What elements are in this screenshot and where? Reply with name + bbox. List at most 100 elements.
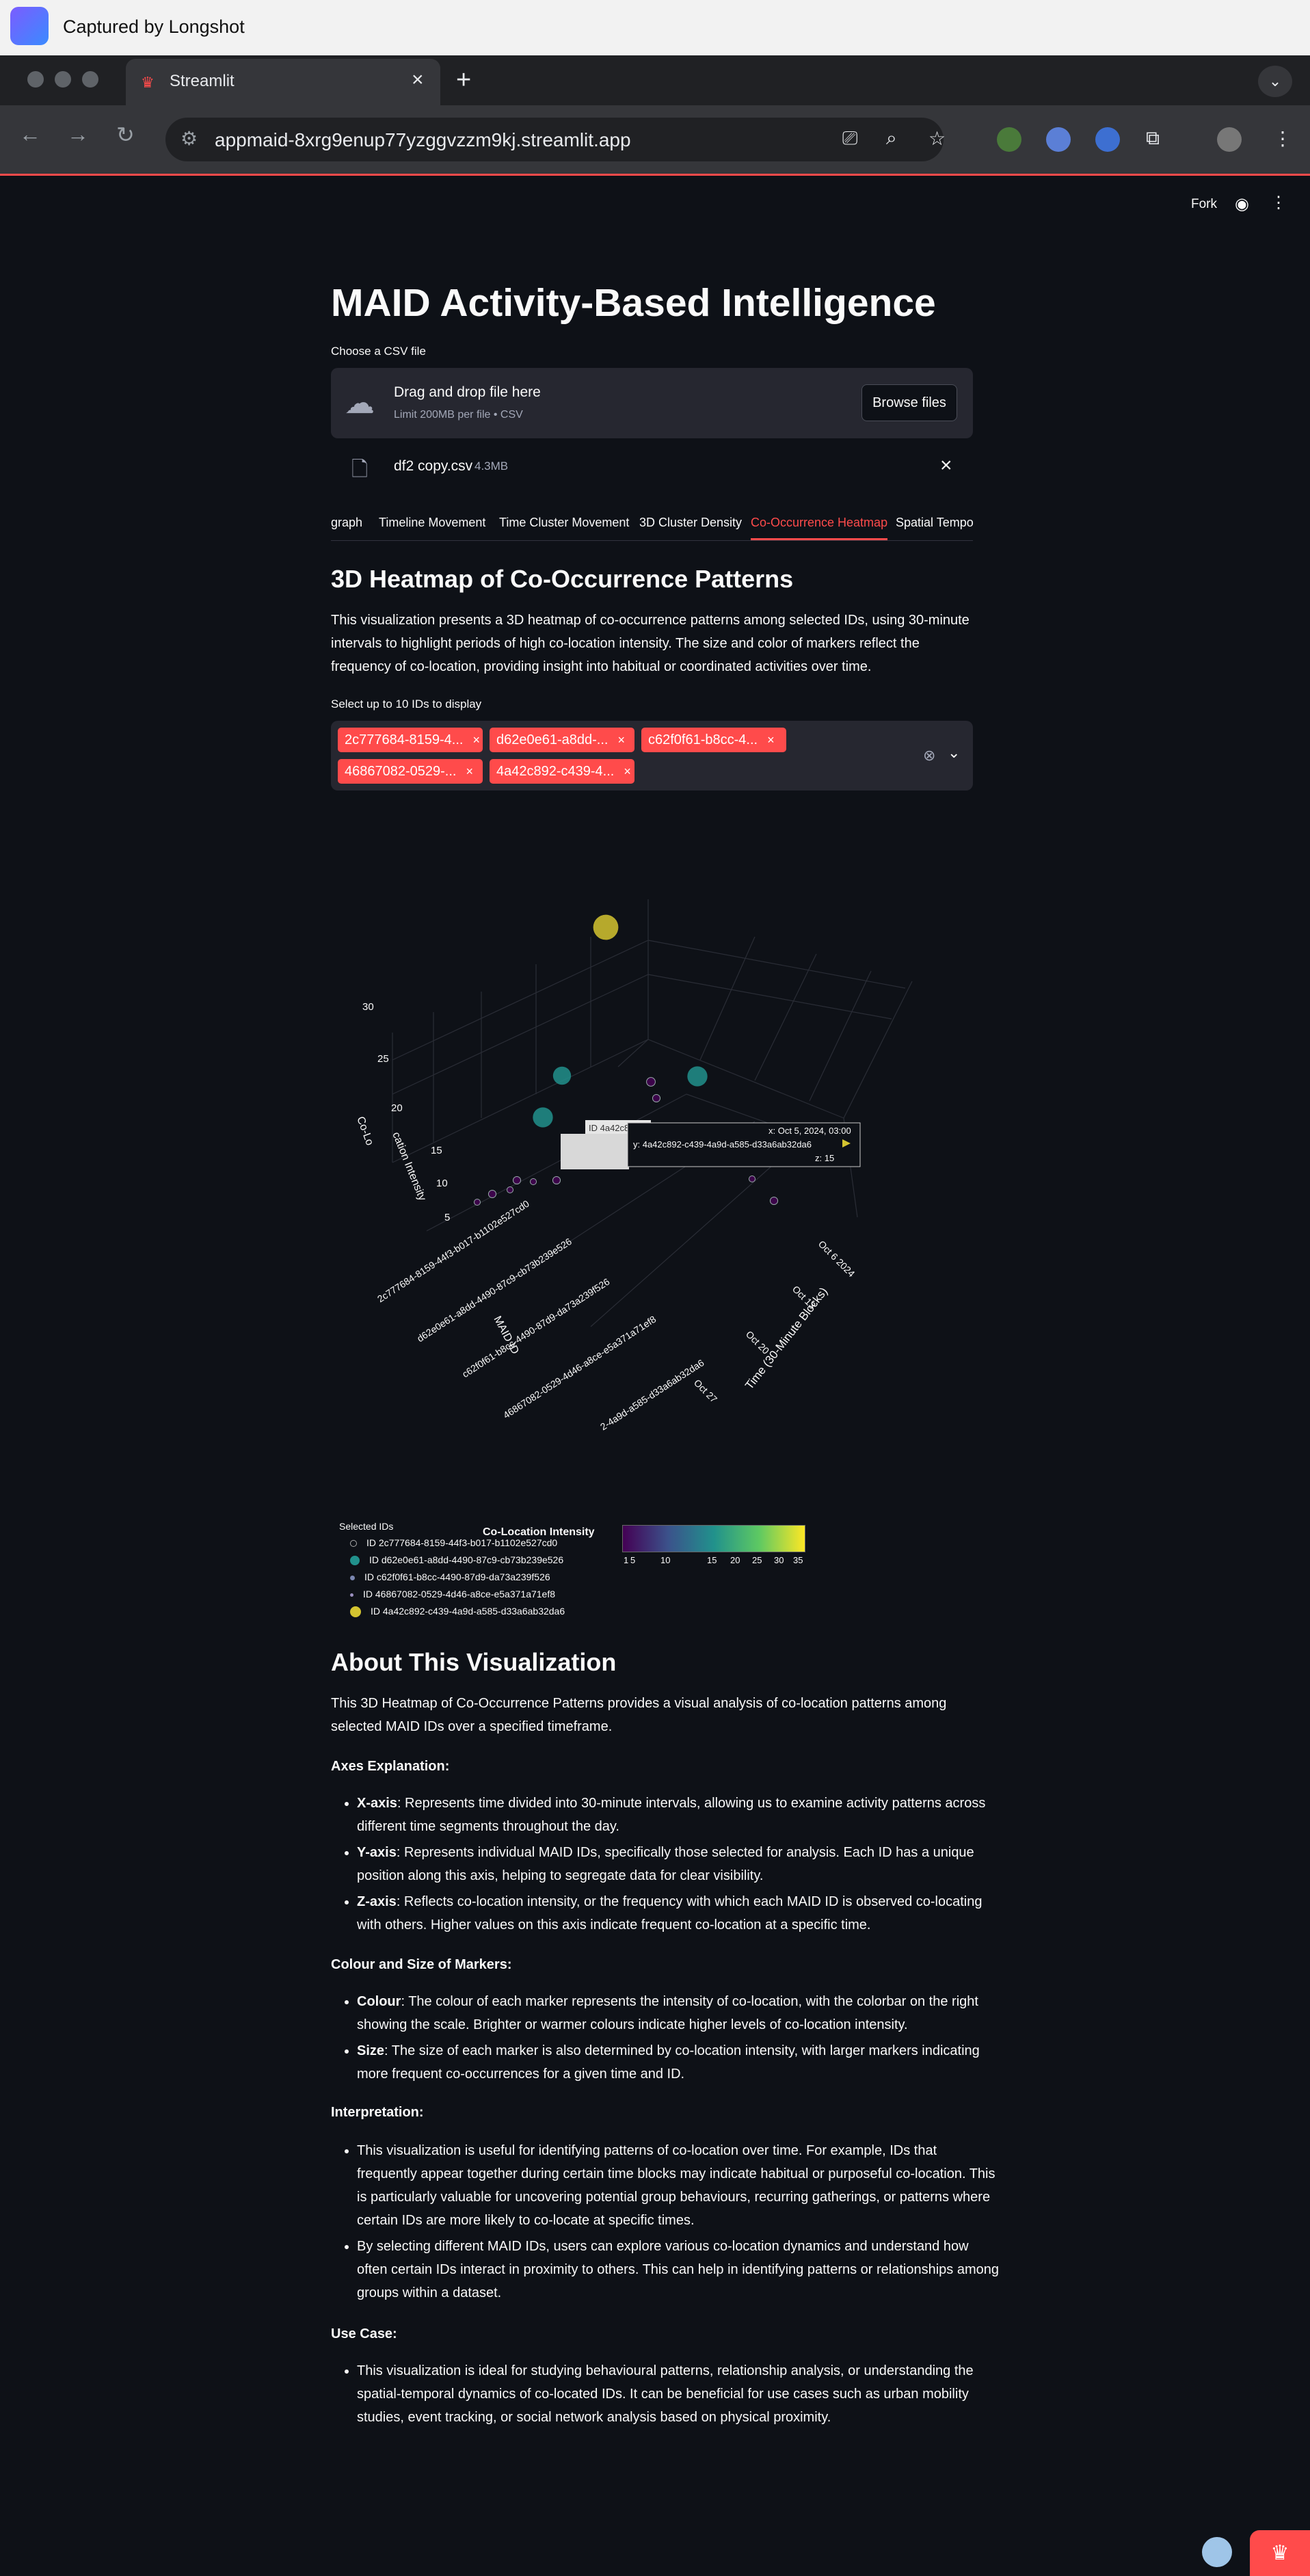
streamlit-crown-icon[interactable]: ♛ <box>1250 2530 1310 2576</box>
legend-label: ID c62f0f61-b8cc-4490-87d9-da73a239f526 <box>364 1571 550 1582</box>
extension-globe-icon[interactable] <box>1046 127 1071 152</box>
tab-co-occurrence-heatmap[interactable]: Co-Occurrence Heatmap <box>751 516 888 529</box>
chip-remove-icon[interactable]: × <box>624 765 631 778</box>
site-info-icon[interactable]: ⚙ <box>181 128 198 149</box>
chip-remove-icon[interactable]: × <box>767 733 775 747</box>
id-multiselect[interactable]: 2c777684-8159-4... × d62e0e61-a8dd-...× c… <box>331 721 973 791</box>
data-point <box>748 1175 756 1183</box>
remove-file-icon[interactable]: × <box>940 454 952 477</box>
legend-item[interactable]: ID d62e0e61-a8dd-4490-87c9-cb73b239e526 <box>350 1554 563 1566</box>
dropzone-limit: Limit 200MB per file • CSV <box>394 409 523 421</box>
list-item: Size: The size of each marker is also de… <box>357 2039 999 2086</box>
marker-desc: : The colour of each marker represents t… <box>357 1994 978 2032</box>
fork-button[interactable]: Fork <box>1191 197 1217 211</box>
extension-shield-icon[interactable] <box>1095 127 1120 152</box>
bookmark-star-icon[interactable]: ☆ <box>928 128 946 149</box>
tab-spatial-temporal[interactable]: Spatial Tempo <box>896 516 973 529</box>
selected-id-chip[interactable]: c62f0f61-b8cc-4... × <box>641 728 786 752</box>
legend-marker <box>350 1593 353 1597</box>
list-item: Z-axis: Reflects co-location intensity, … <box>357 1890 999 1937</box>
uploaded-file-name: df2 copy.csv <box>394 458 473 474</box>
selected-id-chip[interactable]: d62e0e61-a8dd-...× <box>490 728 634 752</box>
axis-desc: : Represents time divided into 30-minute… <box>357 1796 986 1834</box>
address-bar[interactable]: ⚙ appmaid-8xrg9enup77yzggvzzm9kj.streaml… <box>165 118 944 161</box>
legend-item[interactable]: ID 2c777684-8159-44f3-b017-b1102e527cd0 <box>350 1537 557 1548</box>
browse-files-button[interactable]: Browse files <box>861 384 957 421</box>
chip-remove-icon[interactable]: × <box>466 765 473 778</box>
legend-marker <box>350 1540 357 1548</box>
multiselect-label: Select up to 10 IDs to display <box>331 698 482 711</box>
reload-icon[interactable]: ↻ <box>116 122 135 147</box>
data-point <box>512 1176 522 1185</box>
list-item: X-axis: Represents time divided into 30-… <box>357 1792 999 1838</box>
capture-title: Captured by Longshot <box>63 16 245 37</box>
url-text[interactable]: appmaid-8xrg9enup77yzggvzzm9kj.streamlit… <box>215 129 631 150</box>
tab-time-cluster-movement[interactable]: Time Cluster Movement <box>499 516 630 529</box>
window-close-button[interactable] <box>27 71 44 88</box>
browser-menu-icon[interactable]: ⋮ <box>1273 128 1292 149</box>
hover-z: z: 15 <box>815 1153 834 1163</box>
legend-label: ID 2c777684-8159-44f3-b017-b1102e527cd0 <box>366 1537 558 1548</box>
chevron-down-icon[interactable]: ⌄ <box>948 744 961 761</box>
marker-desc: : The size of each marker is also determ… <box>357 2043 980 2082</box>
data-point <box>769 1196 779 1206</box>
z-tick-label: 10 <box>436 1178 448 1189</box>
markers-heading: Colour and Size of Markers: <box>331 1957 512 1972</box>
app-menu-icon[interactable]: ⋮ <box>1270 194 1287 212</box>
file-dropzone[interactable]: ☁ Drag and drop file here Limit 200MB pe… <box>331 368 973 438</box>
forward-icon[interactable]: → <box>67 122 89 146</box>
extensions-puzzle-icon[interactable]: ⧉ <box>1146 127 1160 148</box>
z-tick-label: 25 <box>377 1053 389 1065</box>
viewer-avatar[interactable] <box>1202 2537 1232 2567</box>
interpretation-heading: Interpretation: <box>331 2105 424 2120</box>
selected-id-chip[interactable]: 4a42c892-c439-4...× <box>490 759 634 784</box>
legend-item[interactable]: ID 46867082-0529-4d46-a8ce-e5a371a71ef8 <box>350 1589 555 1599</box>
colorbar-tick: 15 <box>707 1555 717 1565</box>
extension-tree-icon[interactable] <box>997 127 1021 152</box>
browser-tab[interactable]: ♛ Streamlit × <box>126 59 440 105</box>
window-maximize-button[interactable] <box>82 71 98 88</box>
selected-id-chip[interactable]: 2c777684-8159-4... × <box>338 728 483 752</box>
github-icon[interactable]: ◉ <box>1235 195 1249 213</box>
selected-id-chip[interactable]: 46867082-0529-...× <box>338 759 483 784</box>
tab-search-button[interactable]: ⌄ <box>1258 66 1292 97</box>
data-point <box>552 1066 572 1085</box>
tab-close-icon[interactable]: × <box>412 68 424 91</box>
window-minimize-button[interactable] <box>55 71 71 88</box>
legend-marker <box>350 1575 355 1580</box>
hover-tooltip: ID 4a42c892-... x: Oct 5, 2024, 03:00 y:… <box>561 1120 861 1169</box>
chip-remove-icon[interactable]: × <box>617 733 625 747</box>
new-tab-button[interactable]: + <box>456 66 472 94</box>
hover-x: x: Oct 5, 2024, 03:00 <box>768 1126 851 1136</box>
tab-graph[interactable]: graph <box>331 516 363 529</box>
cloud-upload-icon: ☁ <box>345 386 375 420</box>
axis-term: X-axis <box>357 1796 397 1811</box>
legend-item[interactable]: ID 4a42c892-c439-4a9d-a585-d33a6ab32da6 <box>350 1606 565 1618</box>
back-icon[interactable]: ← <box>19 122 41 146</box>
data-point <box>533 1107 553 1128</box>
chip-remove-icon[interactable]: × <box>472 733 480 747</box>
legend-item[interactable]: ID c62f0f61-b8cc-4490-87d9-da73a239f526 <box>350 1571 550 1582</box>
colorbar-tick: 10 <box>660 1555 671 1565</box>
colorbar-tick: 30 <box>774 1555 784 1565</box>
z-tick-label: 5 <box>444 1212 450 1223</box>
use-case-list: This visualization is ideal for studying… <box>331 2359 999 2432</box>
list-item: This visualization is ideal for studying… <box>357 2359 999 2429</box>
profile-avatar[interactable] <box>1217 127 1242 152</box>
longshot-logo-icon <box>10 7 49 45</box>
interpretation-list: This visualization is useful for identif… <box>331 2139 999 2307</box>
clear-all-icon[interactable]: ⊗ <box>923 747 936 764</box>
colorbar-title: Co-Location Intensity <box>483 1526 595 1538</box>
chip-label: c62f0f61-b8cc-4... <box>648 732 758 747</box>
tab-timeline-movement[interactable]: Timeline Movement <box>379 516 486 529</box>
chip-label: 2c777684-8159-4... <box>345 732 464 747</box>
colorbar-tick: 20 <box>730 1555 740 1565</box>
tab-3d-cluster-density[interactable]: 3D Cluster Density <box>639 516 743 529</box>
install-app-icon[interactable]: ⎚ <box>842 127 858 148</box>
plot-gridlines <box>392 899 913 1327</box>
list-item: By selecting different MAID IDs, users c… <box>357 2235 999 2305</box>
list-item: This visualization is useful for identif… <box>357 2139 999 2232</box>
hover-spike-box <box>561 1134 629 1169</box>
zoom-icon[interactable]: ⌕ <box>886 127 897 148</box>
